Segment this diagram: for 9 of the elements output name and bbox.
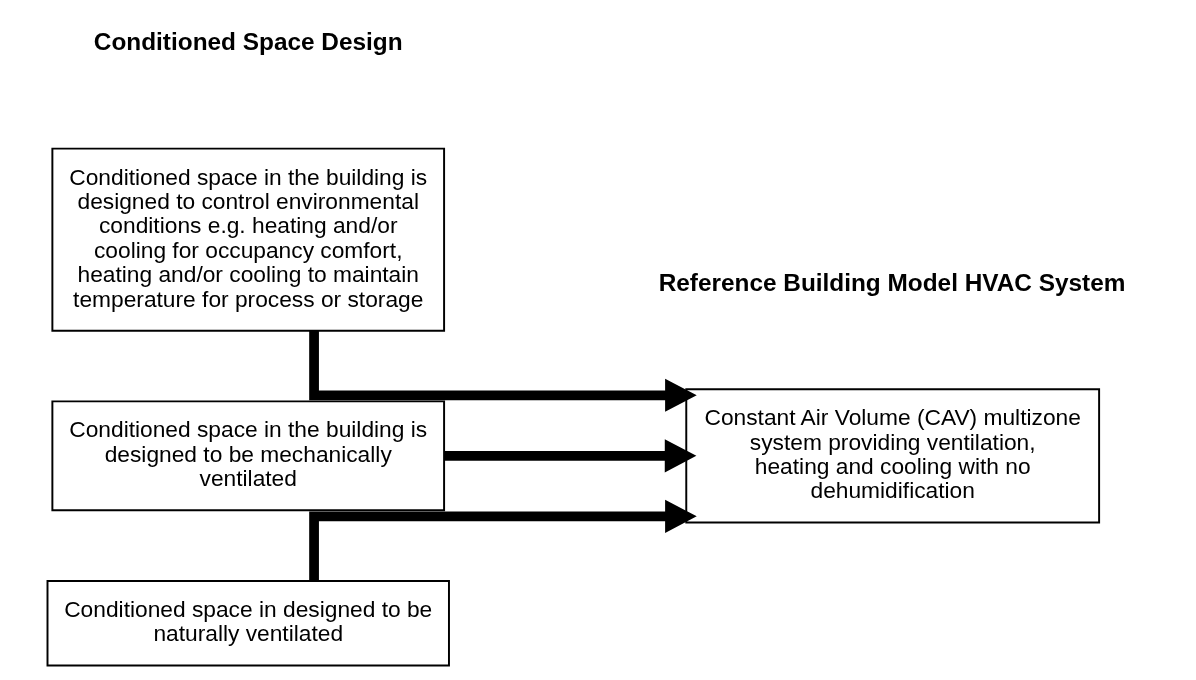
node-box: Constant Air Volume (CAV) multizone system providing ventilation, heating and cooling with no dehumidification — [684, 388, 1100, 524]
arrow — [308, 331, 697, 412]
node-box: Conditioned space in the building is designed to be mechanically ventilated — [50, 400, 445, 512]
label: Reference Building Model HVAC System — [658, 268, 1125, 296]
arrow — [443, 439, 696, 473]
label: Conditioned Space Design — [93, 28, 403, 56]
arrow — [308, 499, 697, 581]
node-box: Conditioned space in the building is designed to control environmental conditions e.g. heating and/or cooling for occupancy comfort, heating and/or cooling to maintain temperature for process or storage — [50, 147, 445, 332]
node-box: Conditioned space in designed to be naturally ventilated — [46, 580, 450, 667]
